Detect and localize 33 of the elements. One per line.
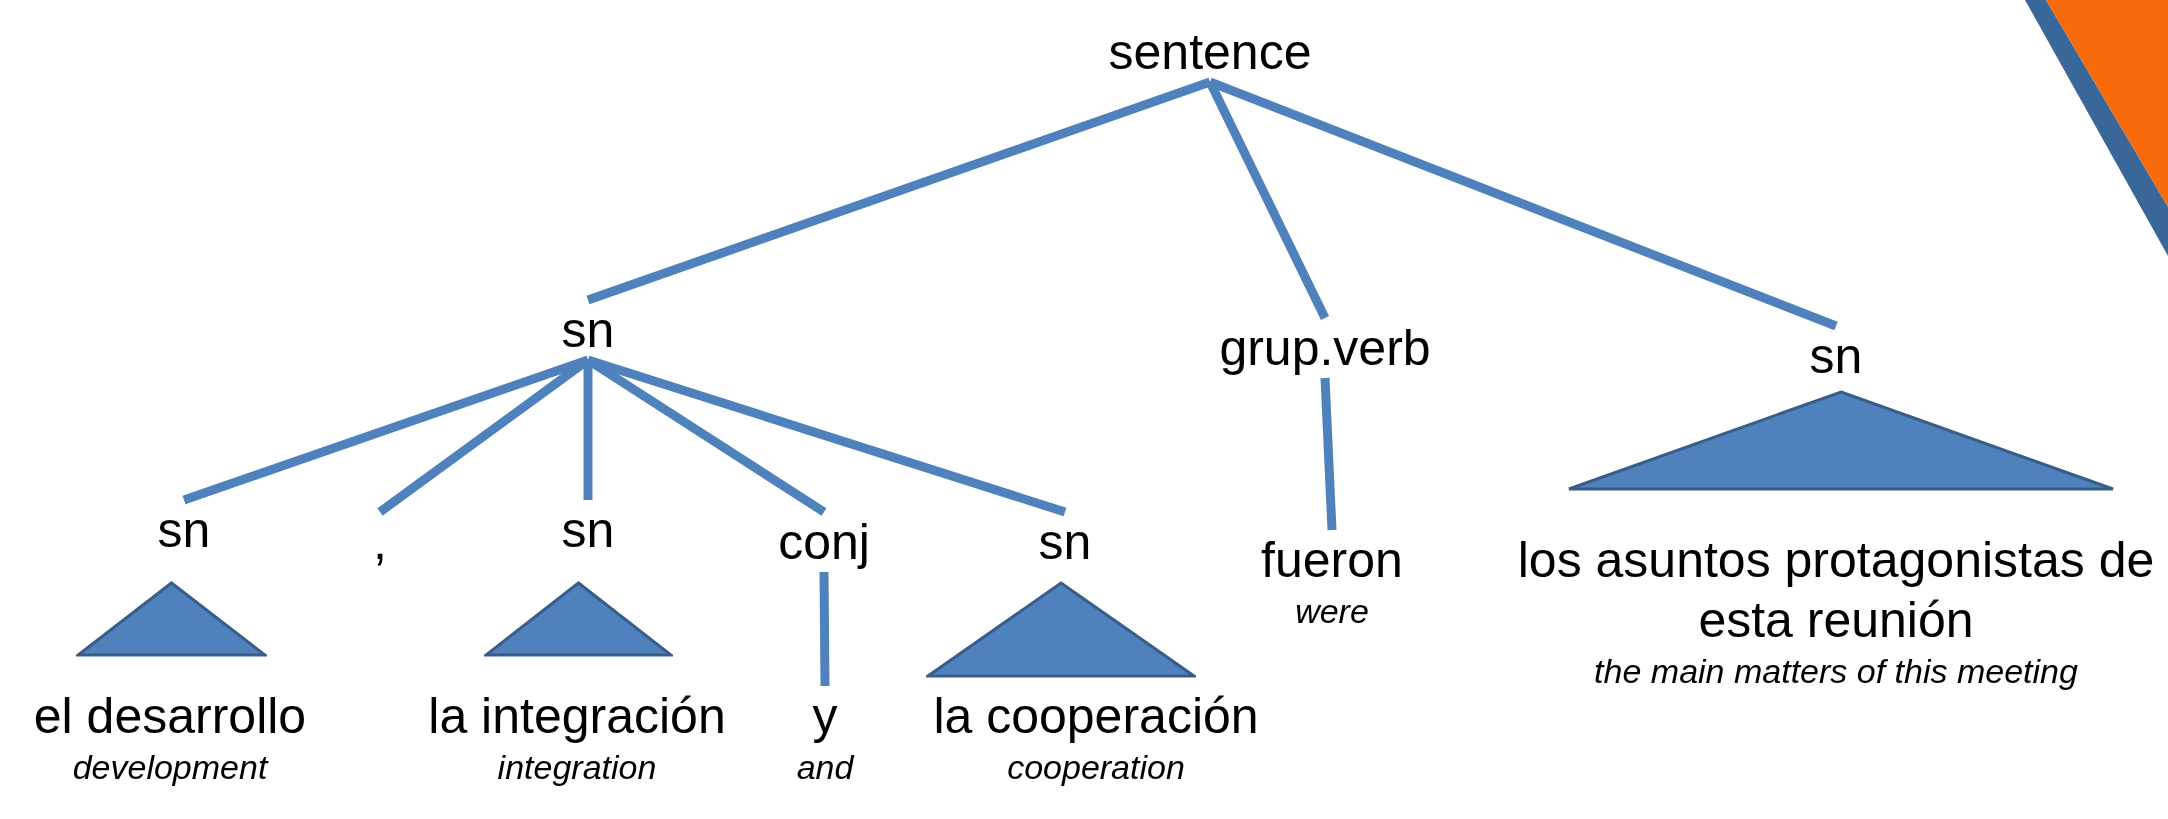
triangle-shape: [484, 581, 673, 657]
phrase-label: sn: [157, 500, 211, 560]
tree-branch: [377, 356, 591, 516]
punctuation-label: ,: [373, 512, 387, 572]
tree-branch: [182, 355, 590, 505]
phrase-label: conj: [778, 512, 870, 572]
spanish-text: los asuntos protagonistas de esta reunión: [1516, 531, 2156, 650]
translation-text: cooperation: [1006, 747, 1186, 788]
phrase-label: sn: [1038, 512, 1092, 572]
triangle-shape: [926, 581, 1196, 678]
phrase-label: sn: [1809, 326, 1863, 386]
spanish-text: la cooperación: [933, 687, 1259, 746]
spanish-text: el desarrollo: [33, 687, 307, 746]
spanish-text: la integración: [428, 687, 726, 746]
phrase-label: grup.verb: [1219, 318, 1431, 378]
spanish-text: y: [811, 687, 839, 746]
phrase-label: sn: [561, 300, 615, 360]
tree-branch: [819, 571, 830, 687]
tree-branch: [586, 355, 1067, 517]
translation-text: the main matters of this meeting: [1593, 651, 2079, 692]
tree-branch: [1205, 80, 1330, 320]
triangle-shape: [1567, 390, 2115, 491]
translation-text: were: [1294, 591, 1370, 632]
translation-text: development: [71, 747, 270, 788]
tree-branch: [1320, 377, 1337, 531]
translation-text: and: [796, 747, 854, 788]
tree-branch: [1208, 77, 1838, 331]
translation-text: integration: [496, 747, 658, 788]
root-label: sentence: [1108, 22, 1312, 82]
triangle-shape: [76, 581, 267, 657]
spanish-text: fueron: [1261, 531, 1403, 590]
tree-branch: [586, 77, 1212, 305]
phrase-label: sn: [561, 500, 615, 560]
